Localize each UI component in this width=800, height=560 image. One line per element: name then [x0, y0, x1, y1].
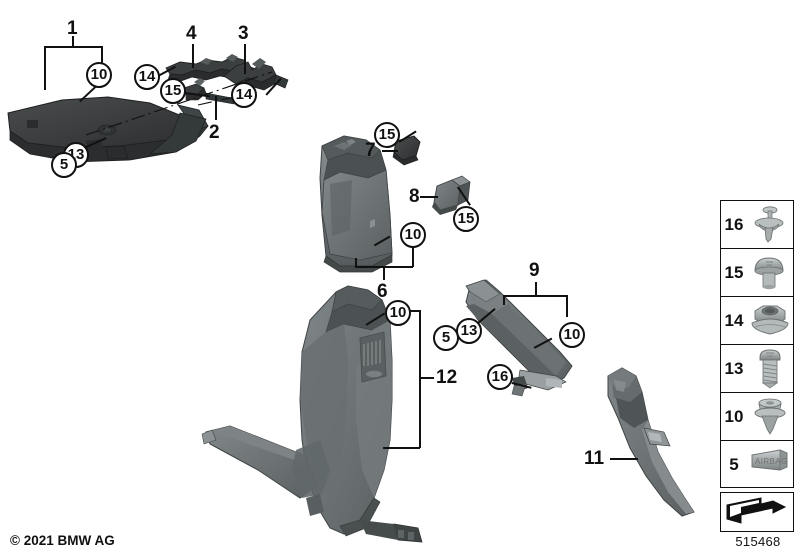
part-11-artwork — [607, 367, 695, 517]
expanding-rivet-icon — [747, 201, 793, 248]
leader-part-6-left — [355, 258, 357, 267]
leader-part-1-left — [44, 46, 46, 90]
leader-part-9-right — [566, 295, 568, 317]
leader-part-2 — [215, 96, 217, 120]
self-tapping-screw-icon — [747, 345, 793, 392]
leader-part-6-stem — [383, 266, 385, 280]
leader-part-1-stem — [72, 36, 74, 47]
copyright-notice: © 2021 BMW AG — [10, 533, 115, 548]
legend-row-14[interactable]: 14 — [721, 297, 793, 345]
leader-part-6-right — [412, 240, 414, 267]
part-number-2[interactable]: 2 — [209, 122, 220, 143]
leader-part-9-left — [503, 295, 505, 305]
callout-10-part9[interactable]: 10 — [559, 322, 585, 348]
callout-13-part9[interactable]: 13 — [456, 318, 482, 344]
part-8-artwork — [432, 175, 471, 215]
callout-15-part7[interactable]: 15 — [374, 122, 400, 148]
fastener-legend: 16 15 — [720, 200, 794, 488]
leader-part-11 — [610, 458, 638, 460]
flange-nut-icon — [747, 297, 793, 344]
part-number-9[interactable]: 9 — [529, 260, 540, 281]
legend-number-5: 5 — [729, 455, 739, 474]
leader-part-12-stem — [420, 377, 434, 379]
legend-row-5[interactable]: 5 AIRBAG — [721, 441, 793, 489]
legend-number-16: 16 — [724, 214, 744, 234]
leader-part-4 — [192, 44, 194, 68]
callout-10-part6[interactable]: 10 — [400, 222, 426, 248]
part-6-artwork — [319, 135, 393, 273]
part-number-6[interactable]: 6 — [377, 281, 388, 302]
legend-number-14: 14 — [724, 310, 744, 330]
part-number-7[interactable]: 7 — [365, 140, 376, 161]
legend-number-10: 10 — [724, 406, 744, 426]
part-1-artwork — [7, 96, 209, 163]
legend-number-15: 15 — [724, 262, 744, 282]
part-7-artwork — [392, 135, 421, 166]
leader-part-7 — [382, 150, 398, 152]
callout-10-part1[interactable]: 10 — [86, 62, 112, 88]
bent-3d-arrow-icon — [726, 497, 787, 524]
legend-row-15[interactable]: 15 — [721, 249, 793, 297]
leader-part-9-stem — [535, 282, 537, 296]
callout-10-part12[interactable]: 10 — [385, 300, 411, 326]
callout-15-part2[interactable]: 15 — [160, 78, 186, 104]
legend-row-10[interactable]: 10 — [721, 393, 793, 441]
view-direction-box — [720, 492, 794, 532]
part-9-artwork — [465, 279, 573, 397]
svg-text:AIRBAG: AIRBAG — [755, 457, 788, 466]
drawing-number: 515468 — [735, 534, 781, 549]
part-12-artwork — [201, 285, 423, 543]
leader-part-3 — [244, 44, 246, 74]
leader-part-12-bottom — [383, 447, 420, 449]
legend-row-13[interactable]: 13 — [721, 345, 793, 393]
callout-5-part9[interactable]: 5 — [433, 325, 459, 351]
callout-14-right[interactable]: 14 — [231, 82, 257, 108]
dome-head-screw-icon — [747, 249, 793, 296]
legend-number-13: 13 — [724, 358, 744, 378]
legend-row-16[interactable]: 16 — [721, 201, 793, 249]
callout-14-left[interactable]: 14 — [134, 64, 160, 90]
part-number-8[interactable]: 8 — [409, 186, 420, 207]
callout-5-part1[interactable]: 5 — [51, 152, 77, 178]
leader-part-8 — [420, 196, 438, 198]
callout-16-part9[interactable]: 16 — [487, 364, 513, 390]
leader-part-12-right — [419, 310, 421, 448]
push-in-clip-icon — [747, 393, 793, 440]
part-number-11[interactable]: 11 — [584, 448, 605, 469]
leader-part-1-right — [101, 46, 103, 68]
airbag-badge-icon: AIRBAG — [747, 441, 793, 489]
part-number-4[interactable]: 4 — [186, 23, 197, 44]
part-number-3[interactable]: 3 — [238, 23, 249, 44]
part-number-1[interactable]: 1 — [67, 18, 78, 39]
callout-15-part8[interactable]: 15 — [453, 206, 479, 232]
part-number-12[interactable]: 12 — [436, 367, 458, 388]
